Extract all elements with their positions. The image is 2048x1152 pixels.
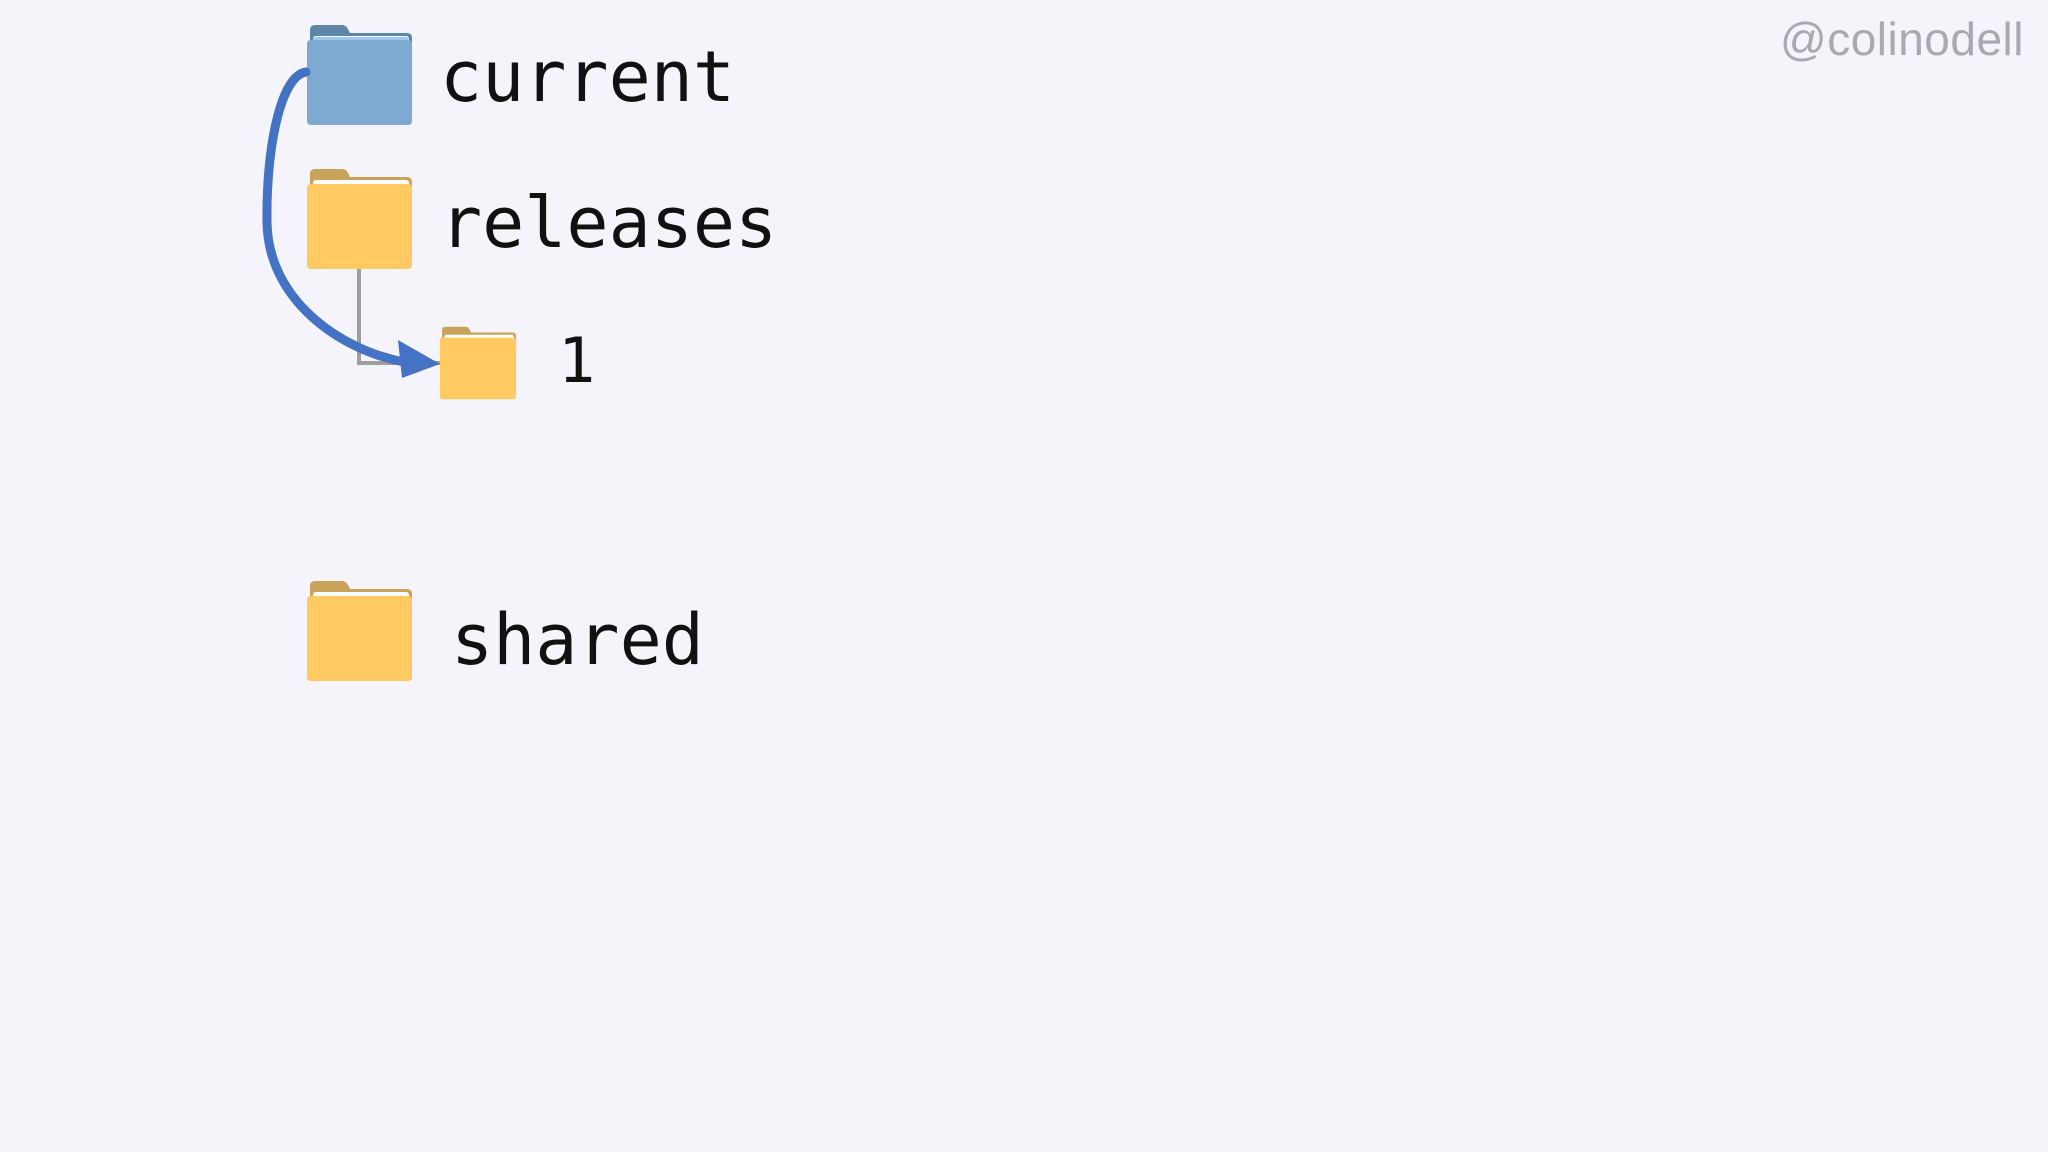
releases-label[interactable]: releases	[440, 182, 778, 264]
connector-line	[357, 268, 440, 365]
shared-label[interactable]: shared	[451, 599, 704, 681]
release-1-folder-icon[interactable]	[439, 326, 517, 400]
release-1-label[interactable]: 1	[558, 324, 596, 397]
releases-folder-icon[interactable]	[306, 168, 413, 270]
author-watermark: @colinodell	[1780, 13, 2024, 65]
current-folder-icon[interactable]	[306, 24, 413, 126]
current-label[interactable]: current	[440, 36, 736, 118]
shared-folder-icon[interactable]	[306, 580, 413, 682]
symlink-arrowhead	[398, 340, 440, 378]
